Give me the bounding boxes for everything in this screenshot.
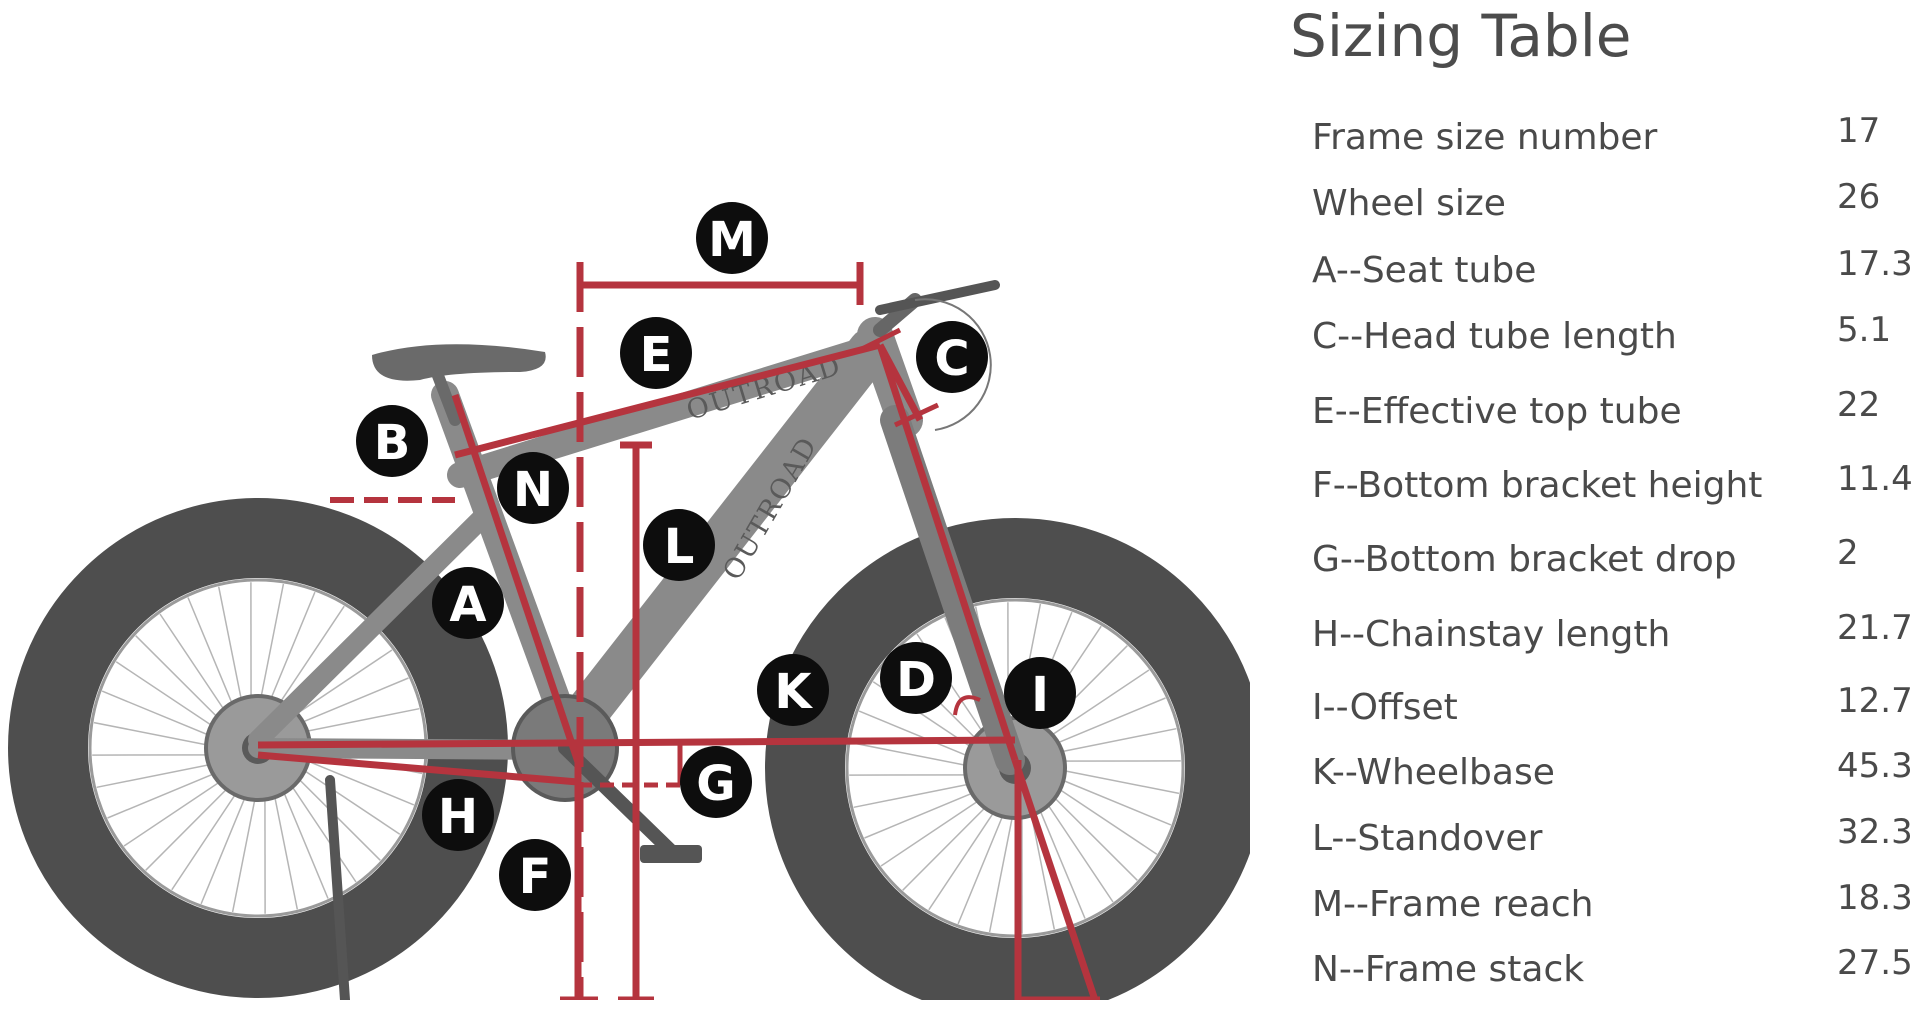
row-label: L--Standover — [1312, 818, 1542, 859]
row-value: 27.5 — [1837, 943, 1913, 983]
handlebar — [880, 285, 995, 310]
marker-k: K — [757, 654, 829, 726]
marker-l: L — [643, 509, 715, 581]
row-value: 22 — [1837, 385, 1880, 425]
table-row: Frame size number 17 — [1312, 117, 1912, 177]
row-value: 45.3 — [1837, 746, 1913, 786]
svg-text:D: D — [896, 652, 936, 708]
row-label: Frame size number — [1312, 117, 1657, 158]
row-value: 11.4 — [1837, 459, 1913, 499]
marker-f: F — [499, 839, 571, 911]
pedal — [640, 845, 702, 863]
table-row: I--Offset 12.7 — [1312, 687, 1912, 747]
row-label: I--Offset — [1312, 687, 1458, 728]
marker-e: E — [620, 317, 692, 389]
row-value: 17.3 — [1837, 244, 1913, 284]
row-value: 18.3 — [1837, 878, 1913, 918]
marker-n: N — [497, 452, 569, 524]
row-label: Wheel size — [1312, 183, 1506, 224]
table-row: F--Bottom bracket height 11.4 — [1312, 465, 1912, 525]
table-row: N--Frame stack 27.5 — [1312, 949, 1912, 1009]
table-row: C--Head tube length 5.1 — [1312, 316, 1912, 376]
table-row: H--Chainstay length 21.7 — [1312, 614, 1912, 674]
svg-text:I: I — [1031, 667, 1049, 723]
table-row: A--Seat tube 17.3 — [1312, 250, 1912, 310]
bike-geometry-diagram: OUTROAD OUTROAD A B C D E F — [0, 0, 1250, 1000]
marker-b: B — [356, 405, 428, 477]
svg-text:G: G — [696, 756, 735, 812]
table-row: E--Effective top tube 22 — [1312, 391, 1912, 451]
svg-text:M: M — [708, 212, 756, 268]
row-value: 2 — [1837, 533, 1859, 573]
sizing-table-title: Sizing Table — [1290, 2, 1632, 70]
marker-i: I — [1004, 657, 1076, 729]
row-label: H--Chainstay length — [1312, 614, 1670, 655]
table-row: Wheel size 26 — [1312, 183, 1912, 243]
row-label: C--Head tube length — [1312, 316, 1677, 357]
marker-g: G — [680, 746, 752, 818]
svg-text:N: N — [513, 462, 553, 518]
svg-text:L: L — [664, 519, 695, 575]
row-label: M--Frame reach — [1312, 884, 1593, 925]
row-value: 12.7 — [1837, 681, 1913, 721]
saddle — [372, 344, 546, 381]
row-label: E--Effective top tube — [1312, 391, 1682, 432]
marker-h: H — [422, 779, 494, 851]
svg-text:B: B — [374, 415, 411, 471]
row-label: F--Bottom bracket height — [1312, 465, 1762, 506]
row-value: 32.3 — [1837, 812, 1913, 852]
svg-text:E: E — [640, 327, 673, 383]
marker-d: D — [880, 642, 952, 714]
row-value: 17 — [1837, 111, 1880, 151]
row-label: K--Wheelbase — [1312, 752, 1555, 793]
table-row: L--Standover 32.3 — [1312, 818, 1912, 878]
svg-text:H: H — [438, 789, 478, 845]
table-row: G--Bottom bracket drop 2 — [1312, 539, 1912, 599]
marker-a: A — [432, 567, 504, 639]
svg-text:F: F — [519, 849, 552, 905]
marker-m: M — [696, 202, 768, 274]
table-row: K--Wheelbase 45.3 — [1312, 752, 1912, 812]
table-row: M--Frame reach 18.3 — [1312, 884, 1912, 944]
row-value: 21.7 — [1837, 608, 1913, 648]
row-value: 5.1 — [1837, 310, 1891, 350]
svg-text:K: K — [774, 664, 813, 720]
svg-text:C: C — [934, 331, 969, 387]
row-value: 26 — [1837, 177, 1880, 217]
row-label: A--Seat tube — [1312, 250, 1536, 291]
row-label: N--Frame stack — [1312, 949, 1584, 990]
row-label: G--Bottom bracket drop — [1312, 539, 1737, 580]
svg-text:A: A — [449, 577, 486, 633]
marker-c: C — [916, 321, 988, 393]
